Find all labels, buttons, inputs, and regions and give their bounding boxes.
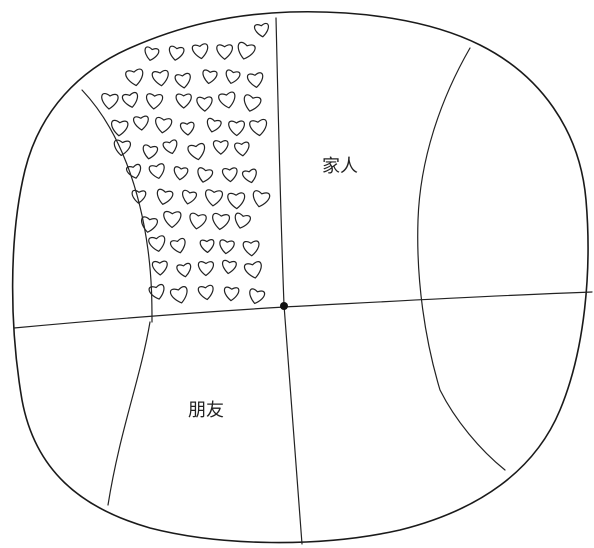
heart-icon — [122, 92, 140, 109]
heart-icon — [219, 240, 235, 255]
left-inner-arc-upper — [82, 90, 152, 322]
heart-icon — [229, 121, 245, 136]
heart-icon — [221, 260, 236, 274]
heart-icon — [152, 261, 167, 275]
hearts-pattern — [101, 23, 270, 305]
heart-icon — [146, 94, 163, 110]
heart-icon — [163, 211, 181, 227]
heart-icon — [198, 262, 213, 276]
heart-icon — [192, 43, 209, 59]
heart-icon — [149, 163, 167, 180]
heart-icon — [170, 286, 190, 305]
outer-circle-outline — [13, 12, 588, 543]
heart-icon — [168, 46, 184, 61]
heart-icon — [180, 122, 194, 135]
heart-icon — [196, 167, 213, 184]
heart-icon — [133, 116, 149, 131]
heart-icon — [224, 69, 240, 84]
heart-icon — [198, 285, 215, 301]
heart-icon — [154, 117, 172, 134]
family-label: 家人 — [322, 156, 358, 177]
heart-icon — [142, 145, 158, 161]
heart-icon — [155, 189, 173, 206]
heart-icon — [234, 142, 250, 157]
heart-icon — [181, 190, 197, 205]
heart-icon — [213, 141, 228, 155]
heart-icon — [233, 213, 251, 230]
heart-icon — [163, 139, 180, 155]
heart-icon — [202, 70, 218, 85]
heart-icon — [242, 169, 258, 185]
heart-icon — [175, 73, 192, 89]
heart-icon — [217, 45, 233, 59]
heart-icon — [247, 72, 264, 88]
heart-icon — [176, 94, 191, 108]
heart-icon — [187, 143, 206, 161]
heart-icon — [251, 190, 270, 208]
heart-icon — [204, 190, 222, 207]
heart-icon — [243, 241, 260, 256]
center-point — [280, 302, 288, 310]
heart-icon — [235, 42, 255, 61]
heart-icon — [211, 213, 230, 230]
heart-icon — [247, 288, 265, 305]
heart-icon — [152, 70, 170, 87]
heart-icon — [125, 69, 144, 87]
heart-icon — [224, 287, 239, 301]
heart-icon — [200, 239, 214, 252]
right-inner-arc — [418, 48, 505, 470]
heart-icon — [249, 119, 268, 137]
heart-icon — [101, 93, 119, 109]
heart-icon — [113, 140, 131, 156]
friends-label: 朋友 — [188, 400, 224, 421]
heart-icon — [205, 118, 222, 134]
heart-icon — [254, 23, 270, 38]
heart-icon — [170, 238, 188, 255]
heart-icon — [242, 94, 262, 113]
heart-icon — [173, 166, 188, 180]
heart-icon — [244, 261, 264, 280]
heart-icon — [222, 168, 237, 182]
heart-icon — [126, 164, 143, 180]
heart-icon — [218, 92, 237, 110]
heart-icon — [176, 263, 192, 278]
heart-icon — [188, 213, 206, 230]
left-inner-arc-lower — [108, 322, 150, 505]
heart-icon — [197, 97, 213, 111]
vertical-divider-line — [276, 18, 302, 544]
heart-icon — [228, 193, 246, 209]
heart-icon — [148, 235, 166, 252]
heart-icon — [143, 47, 159, 62]
horizontal-divider-line — [14, 292, 592, 328]
